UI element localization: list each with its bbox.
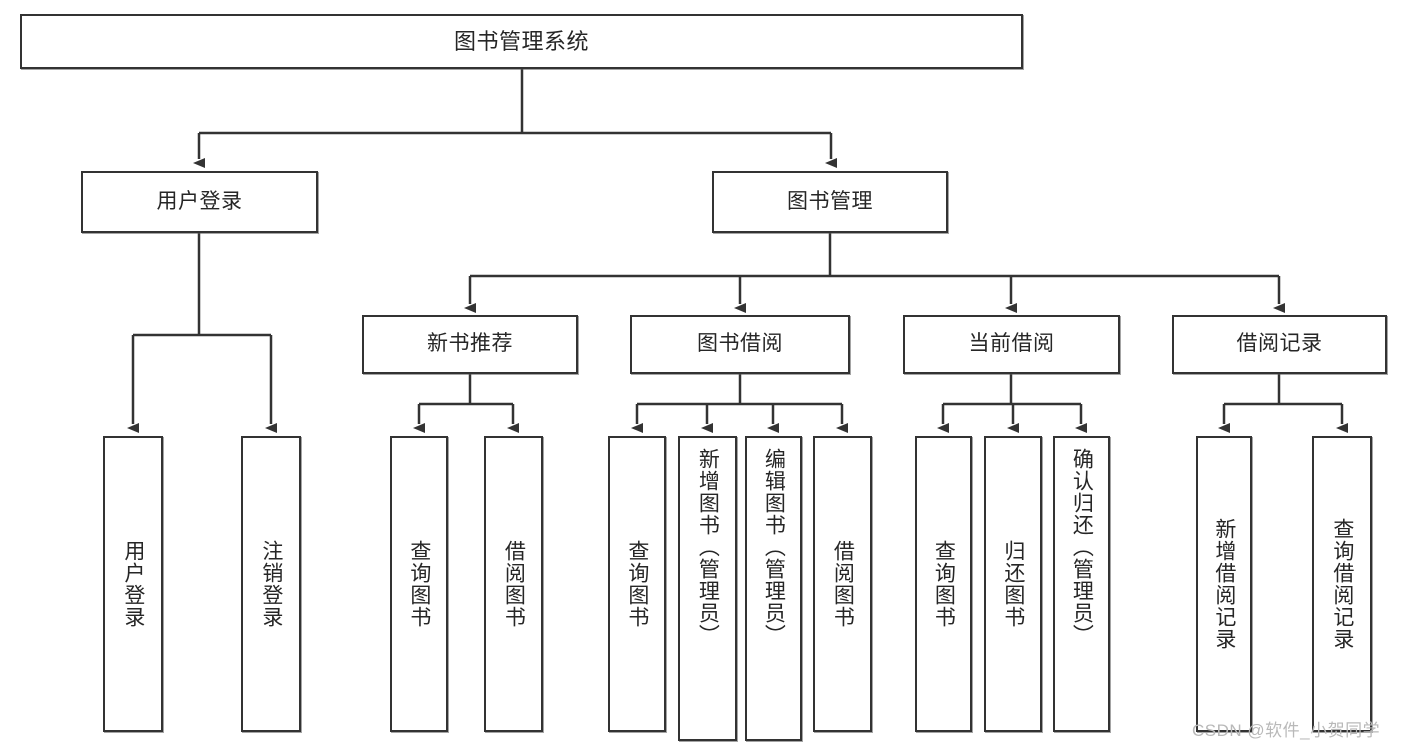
node-label: 新增借阅记录 [1212, 518, 1236, 650]
node-root-system[interactable]: 图书管理系统 [20, 14, 1023, 69]
node-label: 借阅记录 [1236, 332, 1323, 356]
leaf-query-book-borrow[interactable]: 查询图书 [608, 436, 666, 732]
node-label: 查询图书 [932, 540, 956, 628]
node-new-book-recommend[interactable]: 新书推荐 [362, 315, 578, 374]
node-borrow-record[interactable]: 借阅记录 [1172, 315, 1387, 374]
leaf-query-borrow-record[interactable]: 查询借阅记录 [1312, 436, 1372, 732]
leaf-edit-book-admin[interactable]: 编辑图书（管理员） [745, 436, 802, 741]
node-label: 查询借阅记录 [1330, 518, 1354, 650]
node-label: 用户登录 [121, 540, 145, 628]
node-book-borrow[interactable]: 图书借阅 [630, 315, 850, 374]
node-label: 图书管理 [787, 189, 873, 213]
node-label: 编辑图书（管理员） [762, 448, 786, 646]
node-label: 图书管理系统 [453, 28, 589, 54]
node-label: 借阅图书 [831, 540, 855, 628]
node-label: 注销登录 [259, 540, 283, 628]
leaf-add-book-admin[interactable]: 新增图书（管理员） [678, 436, 737, 741]
leaf-user-login[interactable]: 用户登录 [103, 436, 163, 732]
node-label: 新增图书（管理员） [696, 448, 720, 646]
leaf-add-borrow-record[interactable]: 新增借阅记录 [1196, 436, 1252, 732]
node-book-management[interactable]: 图书管理 [712, 171, 948, 233]
node-label: 确认归还（管理员） [1070, 448, 1094, 646]
leaf-query-book-current[interactable]: 查询图书 [915, 436, 972, 732]
csdn-watermark: CSDN @软件_小贺同学 [1192, 721, 1381, 740]
node-current-borrow[interactable]: 当前借阅 [903, 315, 1120, 374]
node-label: 当前借阅 [968, 332, 1055, 356]
node-label: 图书借阅 [697, 332, 783, 356]
node-user-login[interactable]: 用户登录 [81, 171, 318, 233]
node-label: 新书推荐 [427, 332, 513, 356]
node-label: 归还图书 [1001, 540, 1025, 628]
leaf-logout[interactable]: 注销登录 [241, 436, 301, 732]
leaf-lend-book[interactable]: 借阅图书 [813, 436, 872, 732]
leaf-return-book[interactable]: 归还图书 [984, 436, 1042, 732]
node-label: 用户登录 [156, 189, 243, 213]
leaf-confirm-return-admin[interactable]: 确认归还（管理员） [1053, 436, 1110, 732]
leaf-borrow-book-recommend[interactable]: 借阅图书 [484, 436, 543, 732]
node-label: 借阅图书 [502, 540, 526, 628]
leaf-query-book-recommend[interactable]: 查询图书 [390, 436, 448, 732]
node-label: 查询图书 [407, 540, 431, 628]
node-label: 查询图书 [625, 540, 649, 628]
